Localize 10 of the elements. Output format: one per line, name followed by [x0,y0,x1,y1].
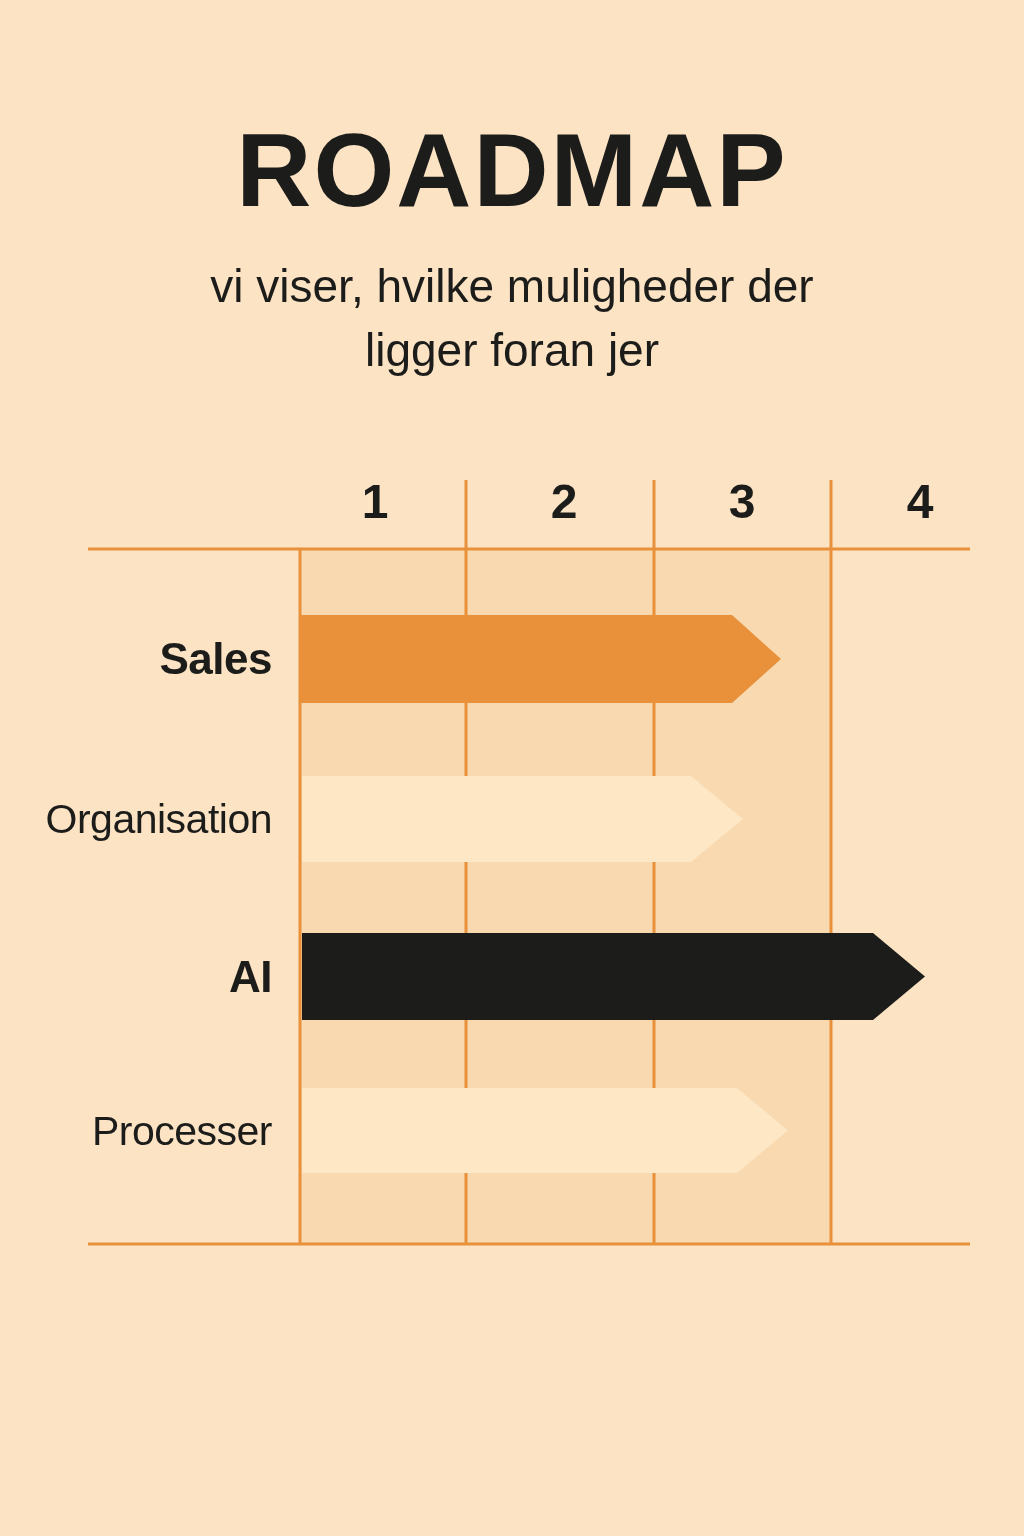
row-label: AI [228,950,272,1003]
column-number: 2 [549,474,579,530]
row-label: Organisation [44,795,272,844]
row-label: Sales [158,633,272,685]
row-label: Processer [90,1106,272,1156]
title: ROADMAP [235,111,789,230]
subtitle: vi viser, hvilke muligheder der ligger foran jer [209,259,815,378]
column-number: 3 [727,474,757,530]
column-number: 4 [905,474,935,530]
column-number: 1 [360,474,390,530]
